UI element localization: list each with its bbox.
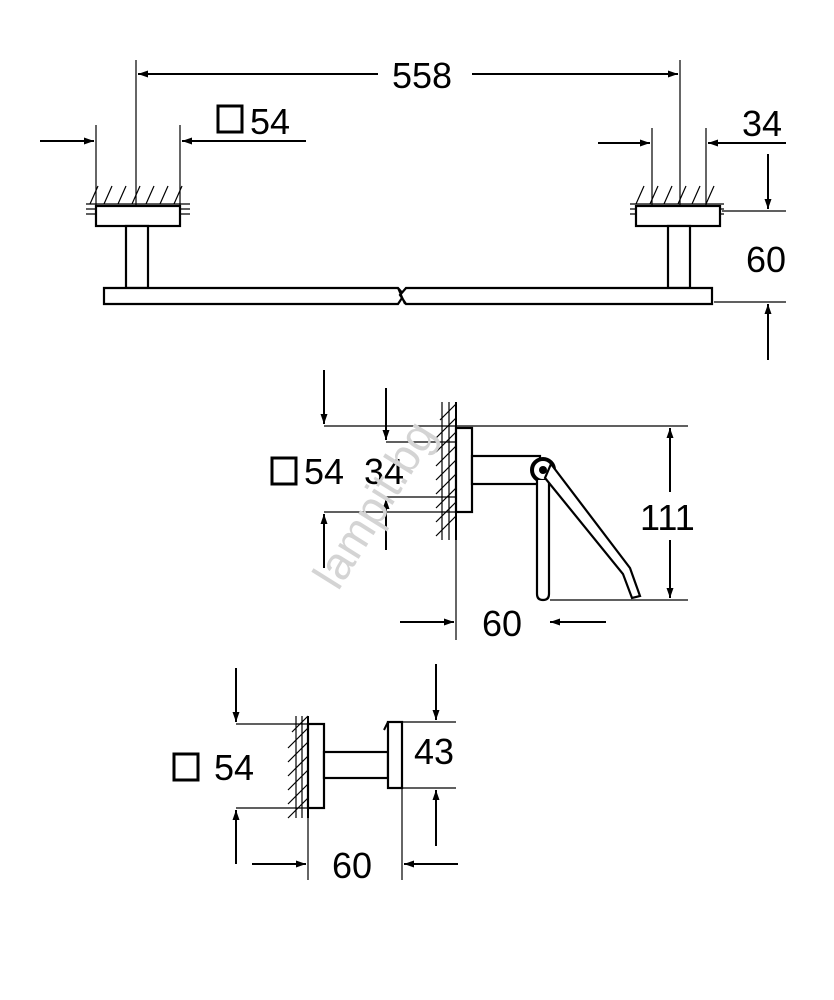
dimension-rosette-depth: 34	[598, 103, 786, 206]
rosette-label: 54	[250, 101, 290, 142]
holder-arm	[470, 454, 542, 486]
hook-drawing: 54 43 60	[172, 664, 458, 886]
dimension-height: 111	[456, 425, 695, 601]
rosette-left	[94, 204, 182, 228]
rosette-right	[634, 204, 722, 228]
towel-bar	[102, 286, 406, 306]
dimension-length: 558	[135, 55, 681, 206]
towel-bar-drawing: 558 54 34 60	[40, 55, 786, 360]
length-label: 558	[392, 55, 452, 96]
hook-cap	[386, 720, 404, 790]
projection-label: 60	[746, 239, 786, 280]
hook-cap-label: 43	[414, 731, 454, 772]
height-label: 111	[640, 497, 695, 538]
watermark: lampit.bg	[302, 411, 445, 597]
dimension-projection-top: 60	[714, 154, 786, 360]
dimension-hook-cap: 43	[402, 664, 456, 846]
dimension-rosette-top: 54	[40, 101, 306, 206]
holder-rosette-depth-label: 34	[364, 451, 404, 492]
holder-flap	[543, 461, 642, 600]
dimension-hook-projection: 60	[252, 788, 458, 886]
holder-square-symbol	[270, 456, 298, 486]
paper-holder-drawing: 111 60 54 34	[270, 370, 695, 644]
hook-rosette-label: 54	[214, 747, 254, 788]
square-symbol	[216, 104, 244, 134]
dimension-projection-middle: 60	[400, 540, 606, 644]
holder-roll-bar	[535, 480, 551, 602]
holder-rosette	[454, 426, 474, 514]
hook-square-symbol	[172, 752, 200, 782]
hook-projection-label: 60	[332, 845, 372, 886]
holder-rosette-label: 54	[304, 451, 344, 492]
wall-hatch-bottom	[287, 715, 309, 819]
hook-rosette	[306, 722, 326, 810]
hook-arm	[322, 750, 390, 780]
holder-projection-label: 60	[482, 603, 522, 644]
post-left	[124, 224, 150, 290]
dimension-holder-rosette: 54 34	[270, 370, 456, 568]
wall-hatch-middle	[435, 402, 457, 540]
post-right	[666, 224, 692, 290]
dimension-hook-rosette: 54	[172, 668, 308, 864]
rosette-depth-label: 34	[742, 103, 782, 144]
